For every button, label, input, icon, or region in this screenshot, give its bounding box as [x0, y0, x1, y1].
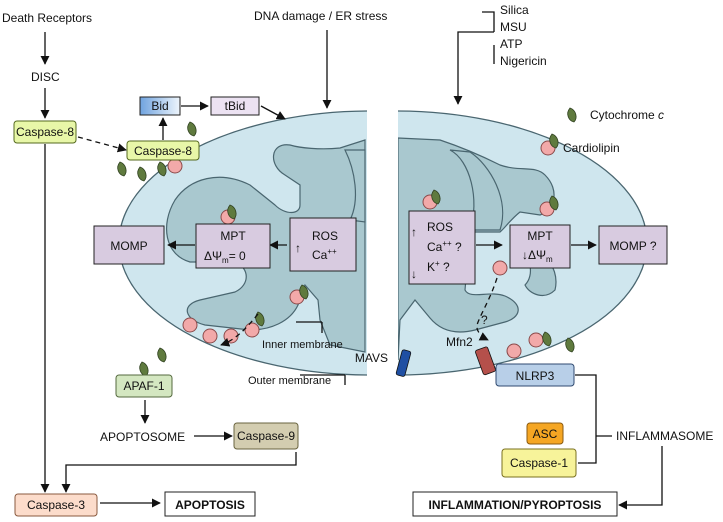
asc-label: ASC — [533, 427, 558, 441]
mavs-bar — [395, 349, 412, 377]
stimulus-nigericin: Nigericin — [500, 54, 547, 68]
caspase1-box — [501, 448, 577, 478]
ros-up-arrow-right: ↑ — [411, 225, 417, 239]
question-mark: ? — [481, 313, 488, 327]
cytochrome-c-label: Cytochrome c — [590, 108, 664, 122]
ros-up-arrow: ↑ — [295, 241, 301, 255]
mpt-box — [195, 223, 271, 269]
apoptosis-label: APOPTOSIS — [175, 498, 245, 512]
ca-label: Ca++ — [312, 247, 337, 262]
stimulus-silica: Silica — [500, 3, 529, 17]
apoptosis-box — [164, 491, 256, 517]
stimulus-msu: MSU — [500, 20, 527, 34]
apoptosome-label: APOPTOSOME — [100, 430, 185, 444]
dna-damage-label: DNA damage / ER stress — [254, 9, 387, 23]
inflammasome-label: INFLAMMASOME — [616, 429, 713, 443]
caspase8-box-a — [13, 120, 77, 144]
ros-box-right — [408, 210, 476, 285]
momp-q-label: MOMP ? — [609, 239, 656, 253]
ros-label: ROS — [312, 229, 338, 243]
mpt-label: MPT — [220, 229, 246, 243]
left-text: Death Receptors DISC DNA damage / ER str… — [2, 9, 387, 512]
caspase8-box-b — [126, 140, 200, 161]
bid-label: Bid — [151, 99, 168, 113]
caspase9-label: Caspase-9 — [237, 429, 295, 443]
momp-box — [93, 225, 165, 265]
stimulus-atp: ATP — [500, 37, 522, 51]
bid-box — [139, 96, 181, 116]
right-boxes — [395, 210, 668, 517]
nlrp3-box — [495, 363, 575, 387]
right-text: Silica MSU ATP Nigericin Cytochrome c Ca… — [355, 3, 713, 512]
apaf1-box — [115, 374, 173, 398]
mpt-box-right — [509, 224, 571, 269]
mfn2-label: Mfn2 — [446, 335, 473, 349]
inflammation-label: INFLAMMATION/PYROPTOSIS — [429, 498, 602, 512]
momp-q-box — [598, 225, 668, 265]
caspase8-label-b: Caspase-8 — [134, 144, 192, 158]
inflammation-box — [412, 491, 618, 517]
ros-box — [289, 217, 357, 272]
asc-box — [526, 422, 564, 445]
nlrp3-label: NLRP3 — [516, 369, 555, 383]
death-receptors-label: Death Receptors — [2, 11, 92, 25]
k-label-right: K+ ? — [427, 259, 450, 274]
disc-label: DISC — [31, 70, 60, 84]
tbid-box — [210, 96, 260, 116]
momp-label: MOMP — [110, 239, 147, 253]
caspase8-label-a: Caspase-8 — [16, 125, 74, 139]
inner-membrane-label: Inner membrane — [262, 339, 343, 351]
caspase3-box — [14, 493, 98, 517]
outer-membrane-label: Outer membrane — [248, 375, 331, 387]
tbid-label: tBid — [225, 99, 246, 113]
delta-psi-right: ↓ΔΨm — [522, 248, 553, 264]
ros-label-right: ROS — [427, 220, 453, 234]
mavs-label: MAVS — [355, 351, 388, 365]
mfn2-bar — [475, 346, 496, 376]
cardiolipin-label: Cardiolipin — [563, 141, 620, 155]
mpt-label-right: MPT — [527, 229, 553, 243]
left-boxes — [13, 96, 357, 517]
apaf1-label: APAF-1 — [123, 379, 164, 393]
delta-psi-label: ΔΨm= 0 — [204, 249, 246, 265]
caspase1-label: Caspase-1 — [510, 456, 568, 470]
caspase3-label: Caspase-3 — [27, 498, 85, 512]
ca-label-right: Ca++ ? — [427, 239, 462, 254]
caspase9-box — [233, 422, 299, 450]
k-down-arrow-right: ↓ — [411, 267, 417, 281]
arrows — [40, 11, 663, 510]
